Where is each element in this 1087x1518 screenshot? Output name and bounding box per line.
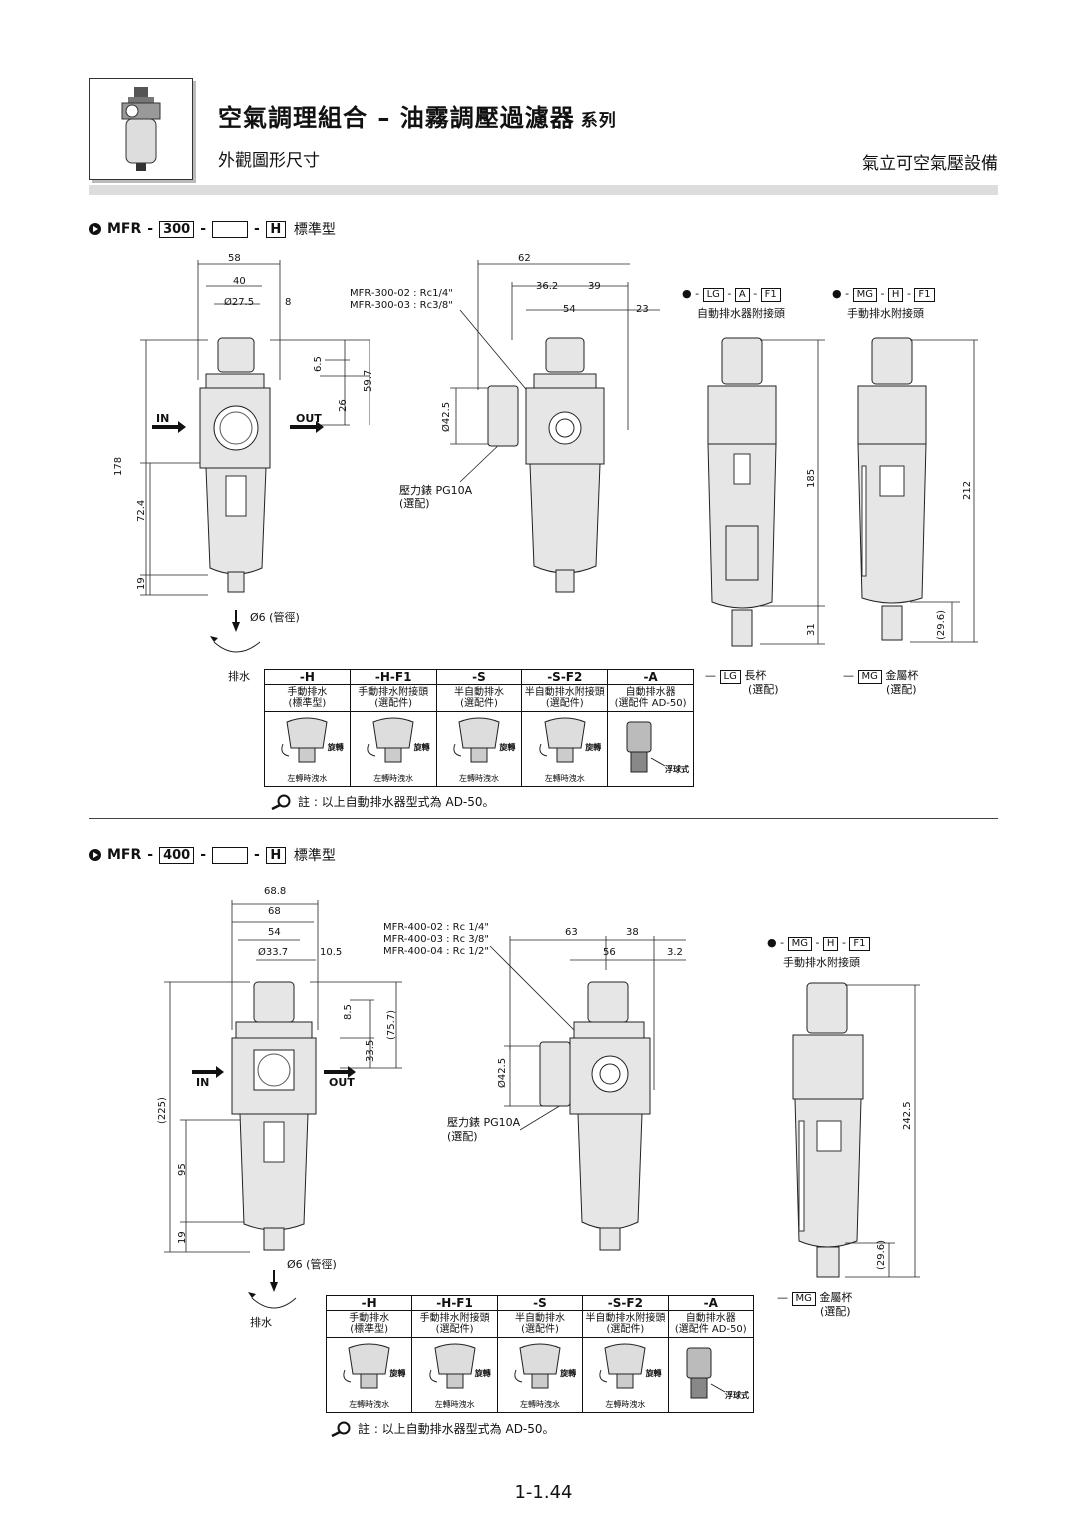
manual-drain-icon xyxy=(343,1343,390,1389)
auto-drain-icon xyxy=(686,1347,726,1398)
mg-note-300: — MG 金屬杯 xyxy=(843,669,919,684)
mg-metal-cup-view-400 xyxy=(792,982,920,1278)
drain-illustration: 旋轉 左轉時洩水 xyxy=(496,1337,584,1413)
opt-mg-code-400: ● - MG - H - F1 xyxy=(767,936,870,951)
drain-illustration: 旋轉 左轉時洩水 xyxy=(582,1337,669,1413)
section-300-heading: MFR - 300 - - H 標準型 xyxy=(89,219,336,239)
mg-note-400: — MG 金屬杯 xyxy=(777,1291,853,1306)
play-bullet-icon xyxy=(89,223,101,235)
opt-lg-code: ● - LG - A - F1 xyxy=(682,287,781,302)
model-drain-box: H xyxy=(265,220,286,238)
mfr300-front-view xyxy=(140,260,370,653)
manual-drain-icon xyxy=(281,717,328,763)
lg-note: — LG 長杯 xyxy=(705,669,767,684)
opt-mg-code-300: ● - MG - H - F1 xyxy=(832,287,935,302)
header-bar xyxy=(89,185,998,195)
semi-auto-drain-icon xyxy=(514,1343,561,1389)
drain-illustration: 浮球式 xyxy=(607,711,694,787)
section-400-heading: MFR - 400 - - H 標準型 xyxy=(89,845,336,865)
manual-drain-fitting-icon xyxy=(367,717,414,763)
page-subtitle: 外觀圖形尺寸 xyxy=(218,151,320,171)
product-thumbnail-image xyxy=(121,87,161,171)
auto-drain-icon xyxy=(626,721,665,772)
model-port-box xyxy=(212,220,249,238)
drain-remark-300: 註 : 以上自動排水器型式為 AD-50。 xyxy=(270,793,495,810)
semi-auto-drain-fitting-icon xyxy=(539,717,586,763)
page-number: 1-1.44 xyxy=(514,1482,573,1503)
drain-illustration: 浮球式 xyxy=(667,1337,755,1413)
mfr400-front-view xyxy=(164,900,402,1309)
drain-illustration: 旋轉 左轉時洩水 xyxy=(264,711,351,787)
drain-options-table-300: -H -H-F1 -S -S-F2 -A 手動排水(標準型) 手動排水附接頭(選… xyxy=(264,669,694,787)
semi-auto-drain-fitting-icon xyxy=(599,1343,646,1389)
company-name: 氣立可空氣壓設備 xyxy=(862,154,998,174)
product-thumbnail xyxy=(89,78,193,180)
model-size-box: 300 xyxy=(159,220,195,238)
drain-illustration: 旋轉 左轉時洩水 xyxy=(411,1337,498,1413)
model-port-box xyxy=(212,846,249,864)
manual-drain-fitting-icon xyxy=(428,1343,476,1389)
drain-illustration: 旋轉 左轉時洩水 xyxy=(521,711,609,787)
section-divider xyxy=(89,818,998,819)
magnifier-icon xyxy=(271,794,291,810)
drain-illustration: 旋轉 左轉時洩水 xyxy=(349,711,437,787)
play-bullet-icon xyxy=(89,849,101,861)
semi-auto-drain-icon xyxy=(453,717,500,763)
mfr400-side-view xyxy=(489,936,686,1251)
mg-metal-cup-view-300 xyxy=(857,337,978,643)
lg-long-cup-view xyxy=(707,337,825,647)
mfr300-side-view xyxy=(450,260,660,593)
drain-options-table-400: -H -H-F1 -S -S-F2 -A 手動排水(標準型) 手動排水附接頭(選… xyxy=(325,1295,755,1413)
drain-remark-400: 註 : 以上自動排水器型式為 AD-50。 xyxy=(330,1420,555,1437)
drain-illustration: 旋轉 左轉時洩水 xyxy=(325,1337,413,1413)
drain-illustration: 旋轉 左轉時洩水 xyxy=(435,711,523,787)
page-title: 空氣調理組合 – 油霧調壓過濾器系列 xyxy=(218,104,617,132)
model-drain-box: H xyxy=(265,846,286,864)
magnifier-icon xyxy=(331,1421,351,1437)
model-size-box: 400 xyxy=(159,846,195,864)
